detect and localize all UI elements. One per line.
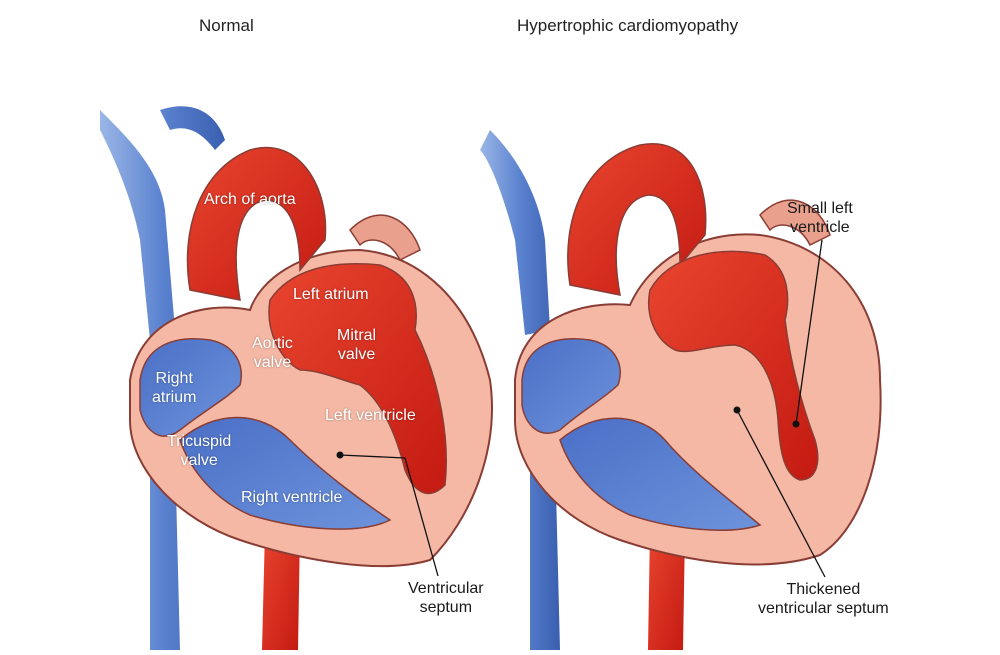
label-tricuspid-valve: Tricuspid valve <box>167 432 231 470</box>
thick-septum-leader <box>736 409 826 578</box>
label-tricuspid-valve-line1: Tricuspid <box>167 433 232 450</box>
label-ventricular-septum-line1: Ventricular <box>408 580 484 597</box>
right-atrium-hcm <box>521 338 621 434</box>
label-right-atrium: Right atrium <box>152 369 196 407</box>
small-lv-leader <box>795 239 823 425</box>
label-tricuspid-valve-line2: valve <box>180 452 218 469</box>
septum-leader-normal <box>339 454 406 459</box>
label-mitral-valve: Mitral valve <box>337 326 376 364</box>
thick-septum-point <box>733 406 741 414</box>
label-right-atrium-line2: atrium <box>152 389 197 406</box>
left-chambers-normal <box>268 263 447 495</box>
right-ventricle-hcm <box>559 417 762 531</box>
label-right-ventricle: Right ventricle <box>241 489 343 506</box>
descending-aorta-hcm <box>648 530 685 650</box>
right-atrium-normal <box>139 338 242 437</box>
aortic-arch-hcm <box>567 142 707 296</box>
septum-leader-normal-2 <box>404 457 439 577</box>
pulmonary-vessel-hcm <box>759 199 831 247</box>
descending-aorta-normal <box>262 530 300 650</box>
label-aortic-valve-line2: valve <box>253 354 292 371</box>
label-ventricular-septum-line2: septum <box>419 599 473 616</box>
normal-heart <box>100 106 493 650</box>
label-aortic-valve-line1: Aortic <box>252 335 293 352</box>
title-normal: Normal <box>199 16 254 35</box>
label-small-left-ventricle-line1: Small left <box>787 200 853 217</box>
label-small-left-ventricle-line2: ventricle <box>790 219 850 236</box>
label-mitral-valve-line2: valve <box>337 346 376 363</box>
label-aortic-valve: Aortic valve <box>252 334 293 372</box>
label-arch-of-aorta: Arch of aorta <box>204 191 296 208</box>
label-small-left-ventricle: Small left ventricle <box>787 199 853 237</box>
aortic-arch-normal <box>186 146 327 301</box>
small-lv-point <box>792 420 800 428</box>
title-hcm: Hypertrophic cardiomyopathy <box>517 16 739 35</box>
pulmonary-vessel-normal <box>349 214 421 262</box>
label-ventricular-septum: Ventricular septum <box>408 579 484 617</box>
left-chambers-hcm <box>648 250 819 481</box>
label-right-atrium-line1: Right <box>155 370 193 387</box>
hcm-heart <box>480 130 882 650</box>
label-thickened-ventricular-septum: Thickened ventricular septum <box>758 580 889 618</box>
label-thickened-septum-line2: ventricular septum <box>758 600 889 617</box>
right-ventricle-normal <box>179 416 392 530</box>
label-thickened-septum-line1: Thickened <box>786 581 861 598</box>
label-left-ventricle: Left ventricle <box>325 407 416 424</box>
label-left-atrium: Left atrium <box>293 286 369 303</box>
vena-cava-normal <box>100 106 225 650</box>
label-mitral-valve-line1: Mitral <box>337 327 377 344</box>
vena-cava-hcm <box>480 130 560 650</box>
septum-point-normal <box>336 451 344 459</box>
